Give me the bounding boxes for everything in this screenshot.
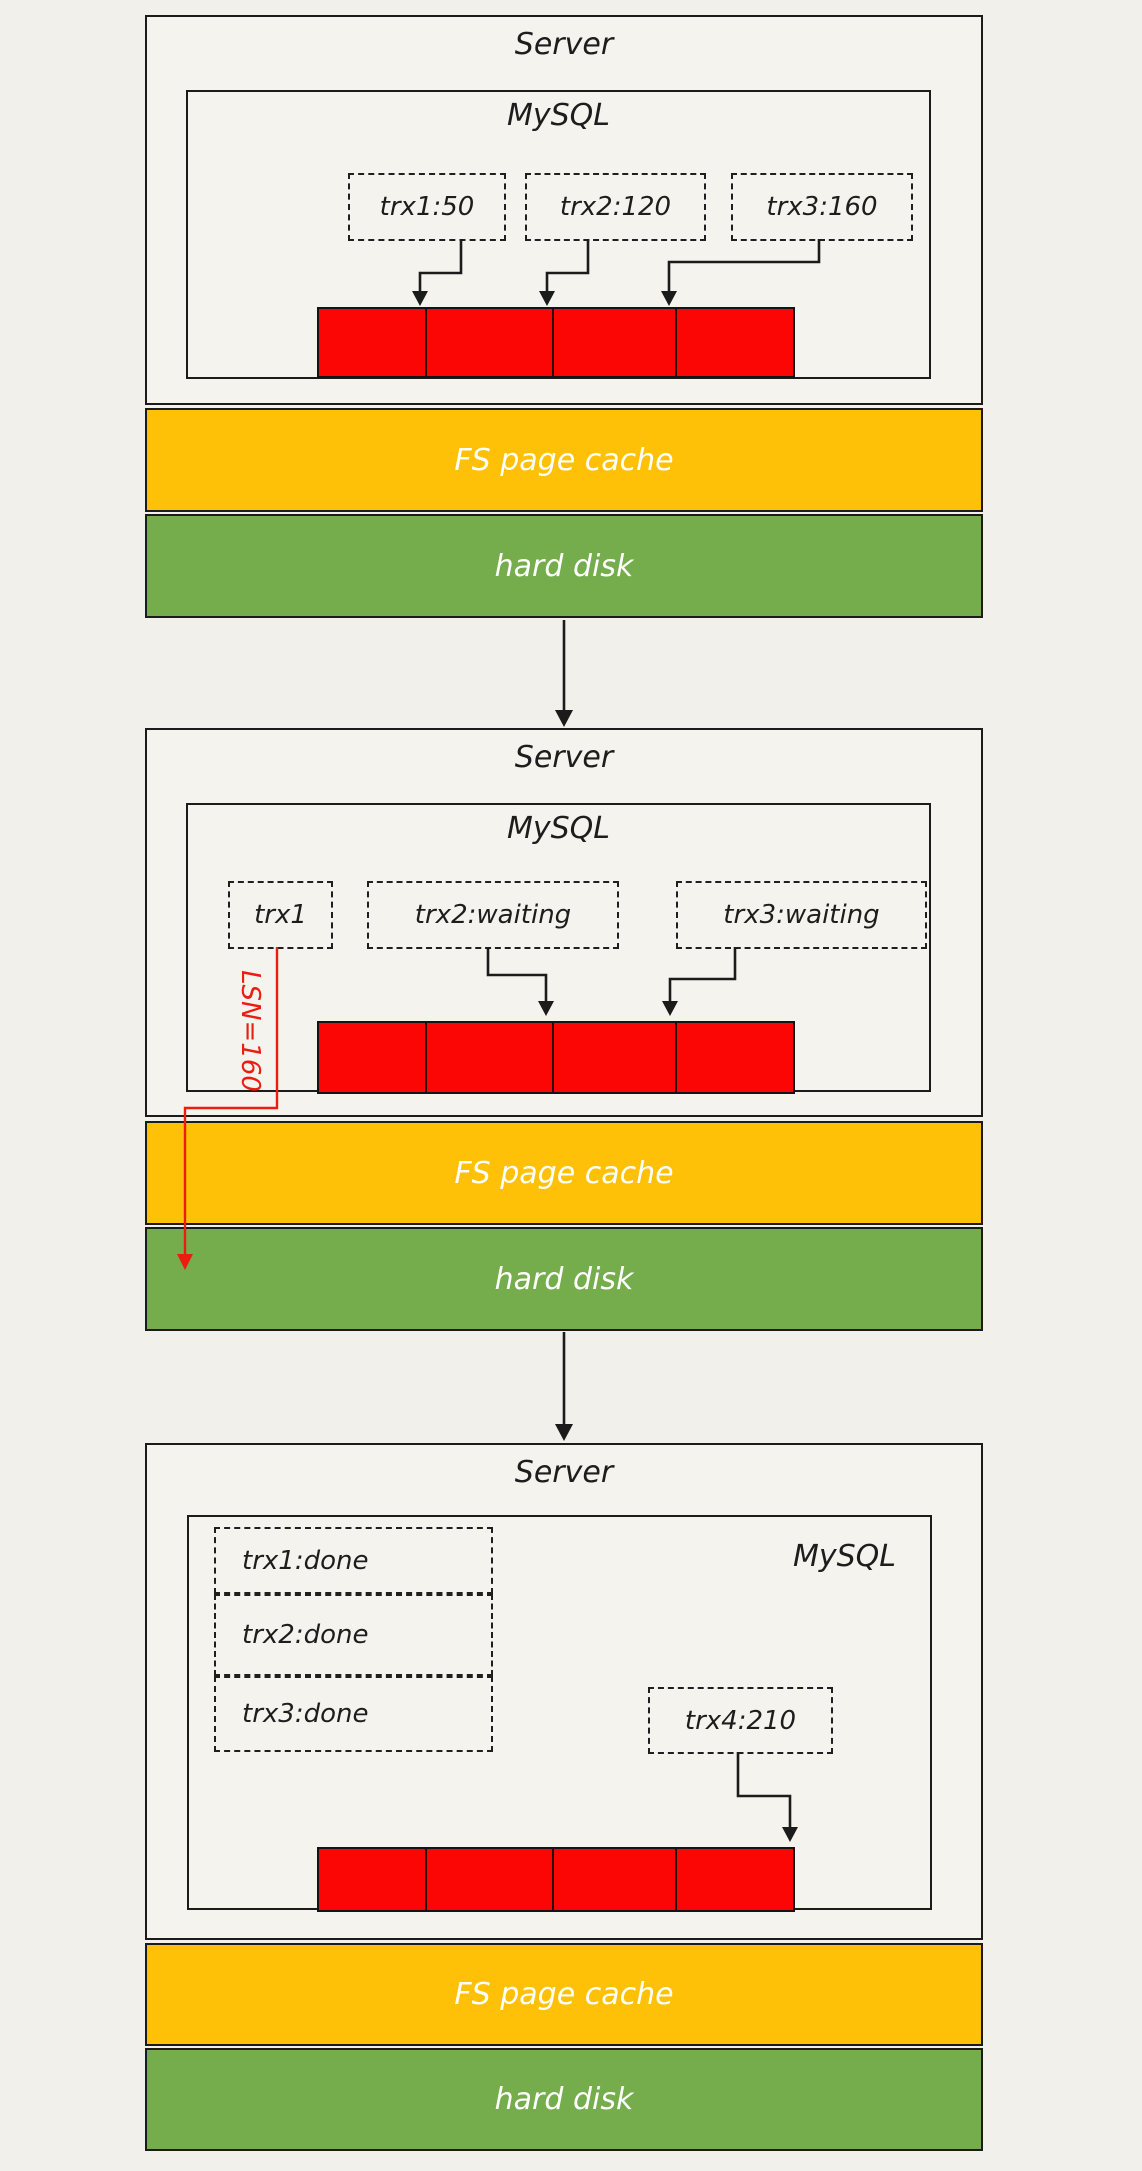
panel2-fs-page-cache-label: FS page cache — [454, 1155, 674, 1191]
panel3-mysql-box: MySQL trx1:done trx2:done trx3:done trx4… — [187, 1515, 932, 1912]
panel3-trx4-box: trx4:210 — [648, 1687, 833, 1754]
log-buffer-segment-divider — [425, 1849, 427, 1910]
panel2-trx3-label: trx3:waiting — [723, 900, 880, 930]
panel2-trx1-label: trx1 — [254, 900, 307, 930]
panel1-hard-disk-label: hard disk — [494, 548, 634, 584]
panel1-hard-disk-band: hard disk — [145, 514, 983, 618]
log-buffer-segment-divider — [552, 1849, 554, 1910]
log-buffer-segment-divider — [675, 309, 677, 376]
panel1-server-box: Server MySQL trx1:50 trx2:120 trx3:160 — [145, 15, 983, 405]
panel3-hard-disk-label: hard disk — [494, 2082, 634, 2117]
panel2-hard-disk-band: hard disk — [145, 1227, 983, 1331]
panel1-fs-page-cache-label: FS page cache — [454, 442, 674, 478]
panel3-hard-disk-band: hard disk — [145, 2048, 983, 2151]
panel2-mysql-box: MySQL trx1 trx2:waiting trx3:waiting — [186, 803, 931, 1094]
panel2-log-buffer-bar — [317, 1021, 795, 1094]
panel3-trx3-done-box: trx3:done — [214, 1676, 493, 1752]
panel2-server-box: Server MySQL trx1 trx2:waiting trx3:wait… — [145, 728, 983, 1117]
panel3-fs-page-cache-label: FS page cache — [454, 1977, 674, 2012]
log-buffer-segment-divider — [425, 1023, 427, 1092]
panel2-fs-page-cache-band: FS page cache — [145, 1121, 983, 1225]
panel3-trx2-done-label: trx2:done — [242, 1620, 369, 1650]
log-buffer-segment-divider — [675, 1023, 677, 1092]
panel2-to-panel3-arrow-icon — [555, 1332, 573, 1441]
panel2-hard-disk-label: hard disk — [494, 1261, 634, 1297]
panel1-trx1-label: trx1:50 — [379, 192, 475, 222]
panel2-mysql-label: MySQL — [506, 811, 610, 846]
log-buffer-segment-divider — [552, 309, 554, 376]
panel2-trx3-box: trx3:waiting — [676, 881, 927, 949]
panel1-trx3-box: trx3:160 — [731, 173, 913, 241]
panel3-log-buffer-bar — [317, 1847, 795, 1912]
panel1-trx1-box: trx1:50 — [348, 173, 506, 241]
panel1-log-buffer-bar — [317, 307, 795, 378]
panel3-trx1-done-label: trx1:done — [242, 1545, 369, 1576]
panel2-trx1-box: trx1 — [228, 881, 333, 949]
panel3-trx4-label: trx4:210 — [684, 1705, 797, 1736]
panel3-trx1-done-box: trx1:done — [214, 1527, 493, 1594]
panel1-server-label: Server — [514, 27, 614, 62]
panel3-mysql-label: MySQL — [792, 1539, 896, 1574]
log-buffer-segment-divider — [675, 1849, 677, 1910]
panel1-to-panel2-arrow-icon — [555, 620, 573, 727]
panel1-trx3-label: trx3:160 — [766, 192, 878, 222]
panel1-mysql-box: MySQL trx1:50 trx2:120 trx3:160 — [186, 90, 931, 379]
panel2-trx2-label: trx2:waiting — [414, 900, 572, 930]
panel1-trx2-label: trx2:120 — [559, 192, 672, 222]
panel3-trx2-done-box: trx2:done — [214, 1594, 493, 1676]
panel3-fs-page-cache-band: FS page cache — [145, 1943, 983, 2046]
log-buffer-segment-divider — [425, 309, 427, 376]
lsn-annotation: LSN=160 — [235, 970, 265, 1092]
panel3-trx3-done-label: trx3:done — [242, 1699, 369, 1729]
panel1-mysql-label: MySQL — [506, 98, 610, 133]
log-buffer-segment-divider — [552, 1023, 554, 1092]
panel1-trx2-box: trx2:120 — [525, 173, 706, 241]
panel3-server-box: Server MySQL trx1:done trx2:done trx3:do… — [145, 1443, 983, 1940]
panel3-server-label: Server — [514, 1455, 614, 1490]
panel1-fs-page-cache-band: FS page cache — [145, 408, 983, 512]
panel2-trx2-box: trx2:waiting — [367, 881, 619, 949]
panel2-server-label: Server — [514, 740, 614, 775]
